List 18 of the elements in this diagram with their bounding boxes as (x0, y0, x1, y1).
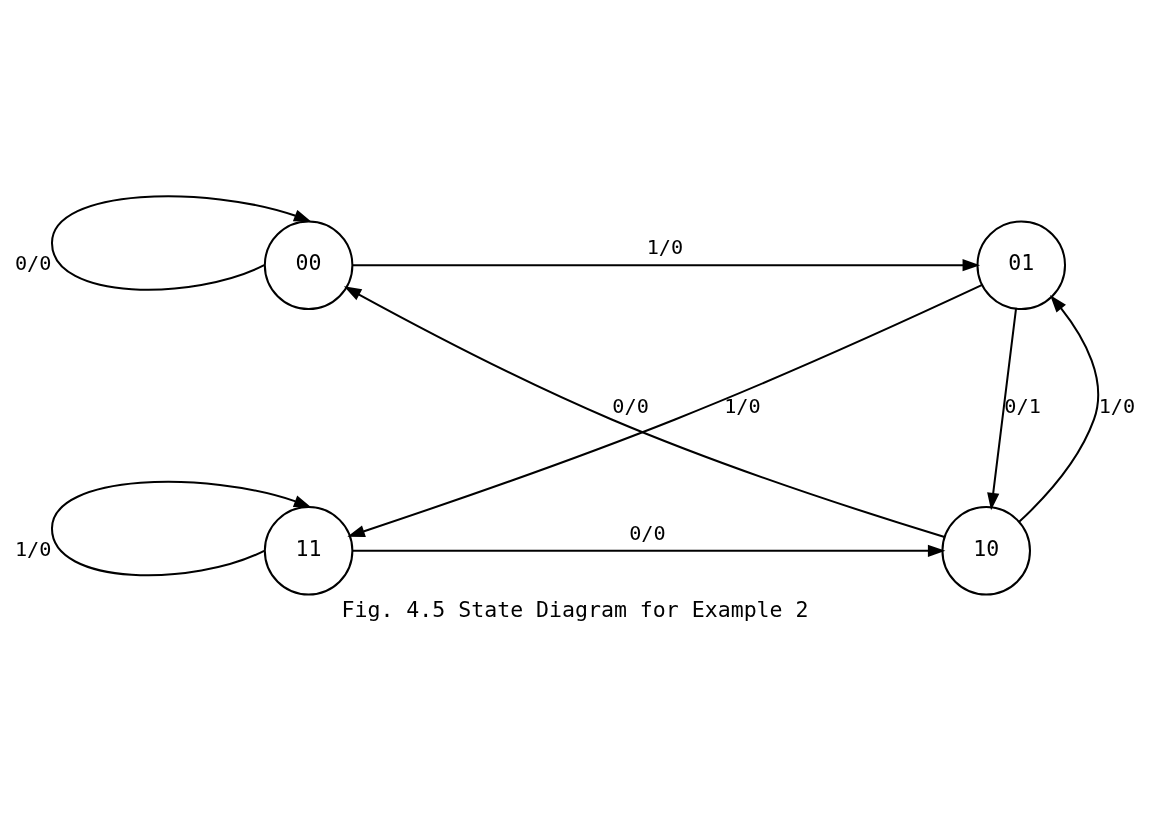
arrow (50, 480, 312, 576)
edge-label: 0/0 (14, 250, 52, 275)
arrow (987, 308, 1017, 510)
arrow (50, 194, 312, 291)
edge-label: 1/0 (646, 234, 684, 259)
edge-label: 0/0 (612, 393, 649, 418)
edge-label: 0/1 (1004, 393, 1041, 418)
arrow (1018, 294, 1100, 523)
caption: Fig. 4.5 State Diagram for Example 2 (341, 596, 809, 622)
node-circle: 11 (263, 505, 354, 596)
edge-label: 0/0 (629, 520, 666, 545)
node-circle: 10 (941, 505, 1031, 596)
edge-label: 1/0 (14, 536, 52, 561)
edge-label: 1/0 (724, 393, 761, 418)
edge-label: 1/0 (1098, 393, 1136, 418)
node-circle: 00 (263, 219, 354, 310)
arrow (352, 258, 981, 271)
arrow (352, 544, 946, 557)
